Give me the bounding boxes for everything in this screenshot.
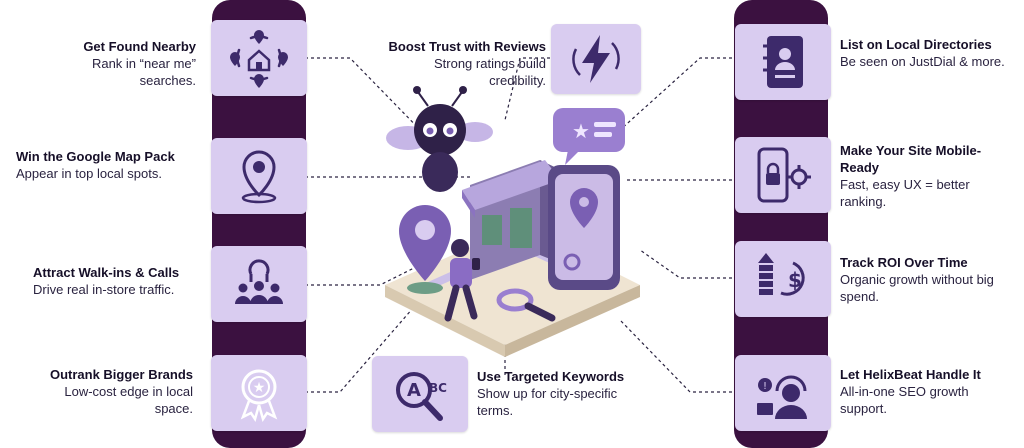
label-walk-ins: Attract Walk-ins & Calls Drive real in-s… <box>33 264 208 298</box>
label-roi: Track ROI Over Time Organic growth witho… <box>840 254 1015 305</box>
award-badge-icon: ★ <box>240 369 278 422</box>
helixbeat-title: Let HelixBeat Handle It <box>840 367 981 382</box>
outrank-desc: Low-cost edge in local space. <box>64 384 193 416</box>
tile-map-pack <box>211 138 307 214</box>
tile-helixbeat: ! <box>735 355 831 431</box>
dollar-growth-icon: $ <box>758 253 805 296</box>
tile-mobile <box>735 137 831 213</box>
get-found-title: Get Found Nearby <box>83 39 196 54</box>
connector-reviews <box>504 57 550 121</box>
tile-keywords: A BC <box>372 356 468 432</box>
tile-directories <box>735 24 831 100</box>
svg-text:A: A <box>407 380 421 401</box>
label-helixbeat: Let HelixBeat Handle It All-in-one SEO g… <box>840 366 1010 417</box>
get-found-desc: Rank in “near me” searches. <box>91 56 196 88</box>
abc-magnifier-icon: A BC <box>396 372 447 421</box>
tile-walk-ins <box>211 246 307 322</box>
support-headset-icon: ! <box>757 375 807 419</box>
roi-title: Track ROI Over Time <box>840 255 968 270</box>
bee-mascot-illustration <box>386 86 493 192</box>
keywords-title: Use Targeted Keywords <box>477 369 625 384</box>
connector-outrank <box>305 299 421 393</box>
mobile-title: Make Your Site Mobile-Ready <box>840 143 982 175</box>
tile-reviews <box>551 24 641 94</box>
helixbeat-desc: All-in-one SEO growth support. <box>840 384 969 416</box>
connector-get-found <box>305 57 431 141</box>
walk-ins-title: Attract Walk-ins & Calls <box>33 265 180 280</box>
label-keywords: Use Targeted Keywords Show up for city-s… <box>477 368 652 419</box>
svg-text:$: $ <box>788 268 802 292</box>
connector-directories <box>619 57 732 131</box>
label-map-pack: Win the Google Map Pack Appear in top lo… <box>16 148 206 182</box>
review-bubble-illustration: ★ <box>553 108 625 165</box>
directories-desc: Be seen on JustDial & more. <box>840 54 1005 69</box>
mobile-desc: Fast, easy UX = better ranking. <box>840 177 970 209</box>
person-with-phone-illustration <box>444 239 480 322</box>
mobile-lock-gear-icon <box>757 147 811 203</box>
map-pack-desc: Appear in top local spots. <box>16 166 162 181</box>
keywords-desc: Show up for city-specific terms. <box>477 386 618 418</box>
reviews-desc: Strong ratings build credibility. <box>433 56 546 88</box>
people-group-icon <box>235 259 283 304</box>
magnifier-illustration <box>496 288 556 322</box>
label-reviews: Boost Trust with Reviews Strong ratings … <box>364 38 546 89</box>
keywords-icon-glyph: BC <box>429 381 447 395</box>
svg-text:!: ! <box>763 381 767 392</box>
reviews-title: Boost Trust with Reviews <box>388 39 546 54</box>
label-mobile: Make Your Site Mobile-Ready Fast, easy U… <box>840 142 1010 210</box>
address-book-icon <box>763 36 803 88</box>
map-pack-title: Win the Google Map Pack <box>16 149 175 164</box>
connector-helixbeat <box>619 319 732 393</box>
tile-get-found <box>211 20 307 96</box>
connector-roi <box>639 249 732 279</box>
walk-ins-desc: Drive real in-store traffic. <box>33 282 175 297</box>
label-directories: List on Local Directories Be seen on Jus… <box>840 36 1010 70</box>
label-outrank: Outrank Bigger Brands Low-cost edge in l… <box>0 366 193 417</box>
map-pins-house-icon <box>230 30 288 88</box>
location-pin-icon <box>241 150 277 204</box>
outrank-title: Outrank Bigger Brands <box>49 367 193 382</box>
connector-walk-ins <box>305 264 421 286</box>
tile-outrank: ★ <box>211 355 307 431</box>
lightning-bolt-icon <box>572 35 620 83</box>
label-get-found: Get Found Nearby Rank in “near me” searc… <box>0 38 196 89</box>
tile-roi: $ <box>735 241 831 317</box>
location-pin-illustration <box>399 205 451 294</box>
svg-text:★: ★ <box>253 380 266 396</box>
directories-title: List on Local Directories <box>840 37 992 52</box>
svg-text:★: ★ <box>572 119 590 143</box>
roi-desc: Organic growth without big spend. <box>840 272 994 304</box>
smartphone-map-illustration <box>548 165 620 290</box>
